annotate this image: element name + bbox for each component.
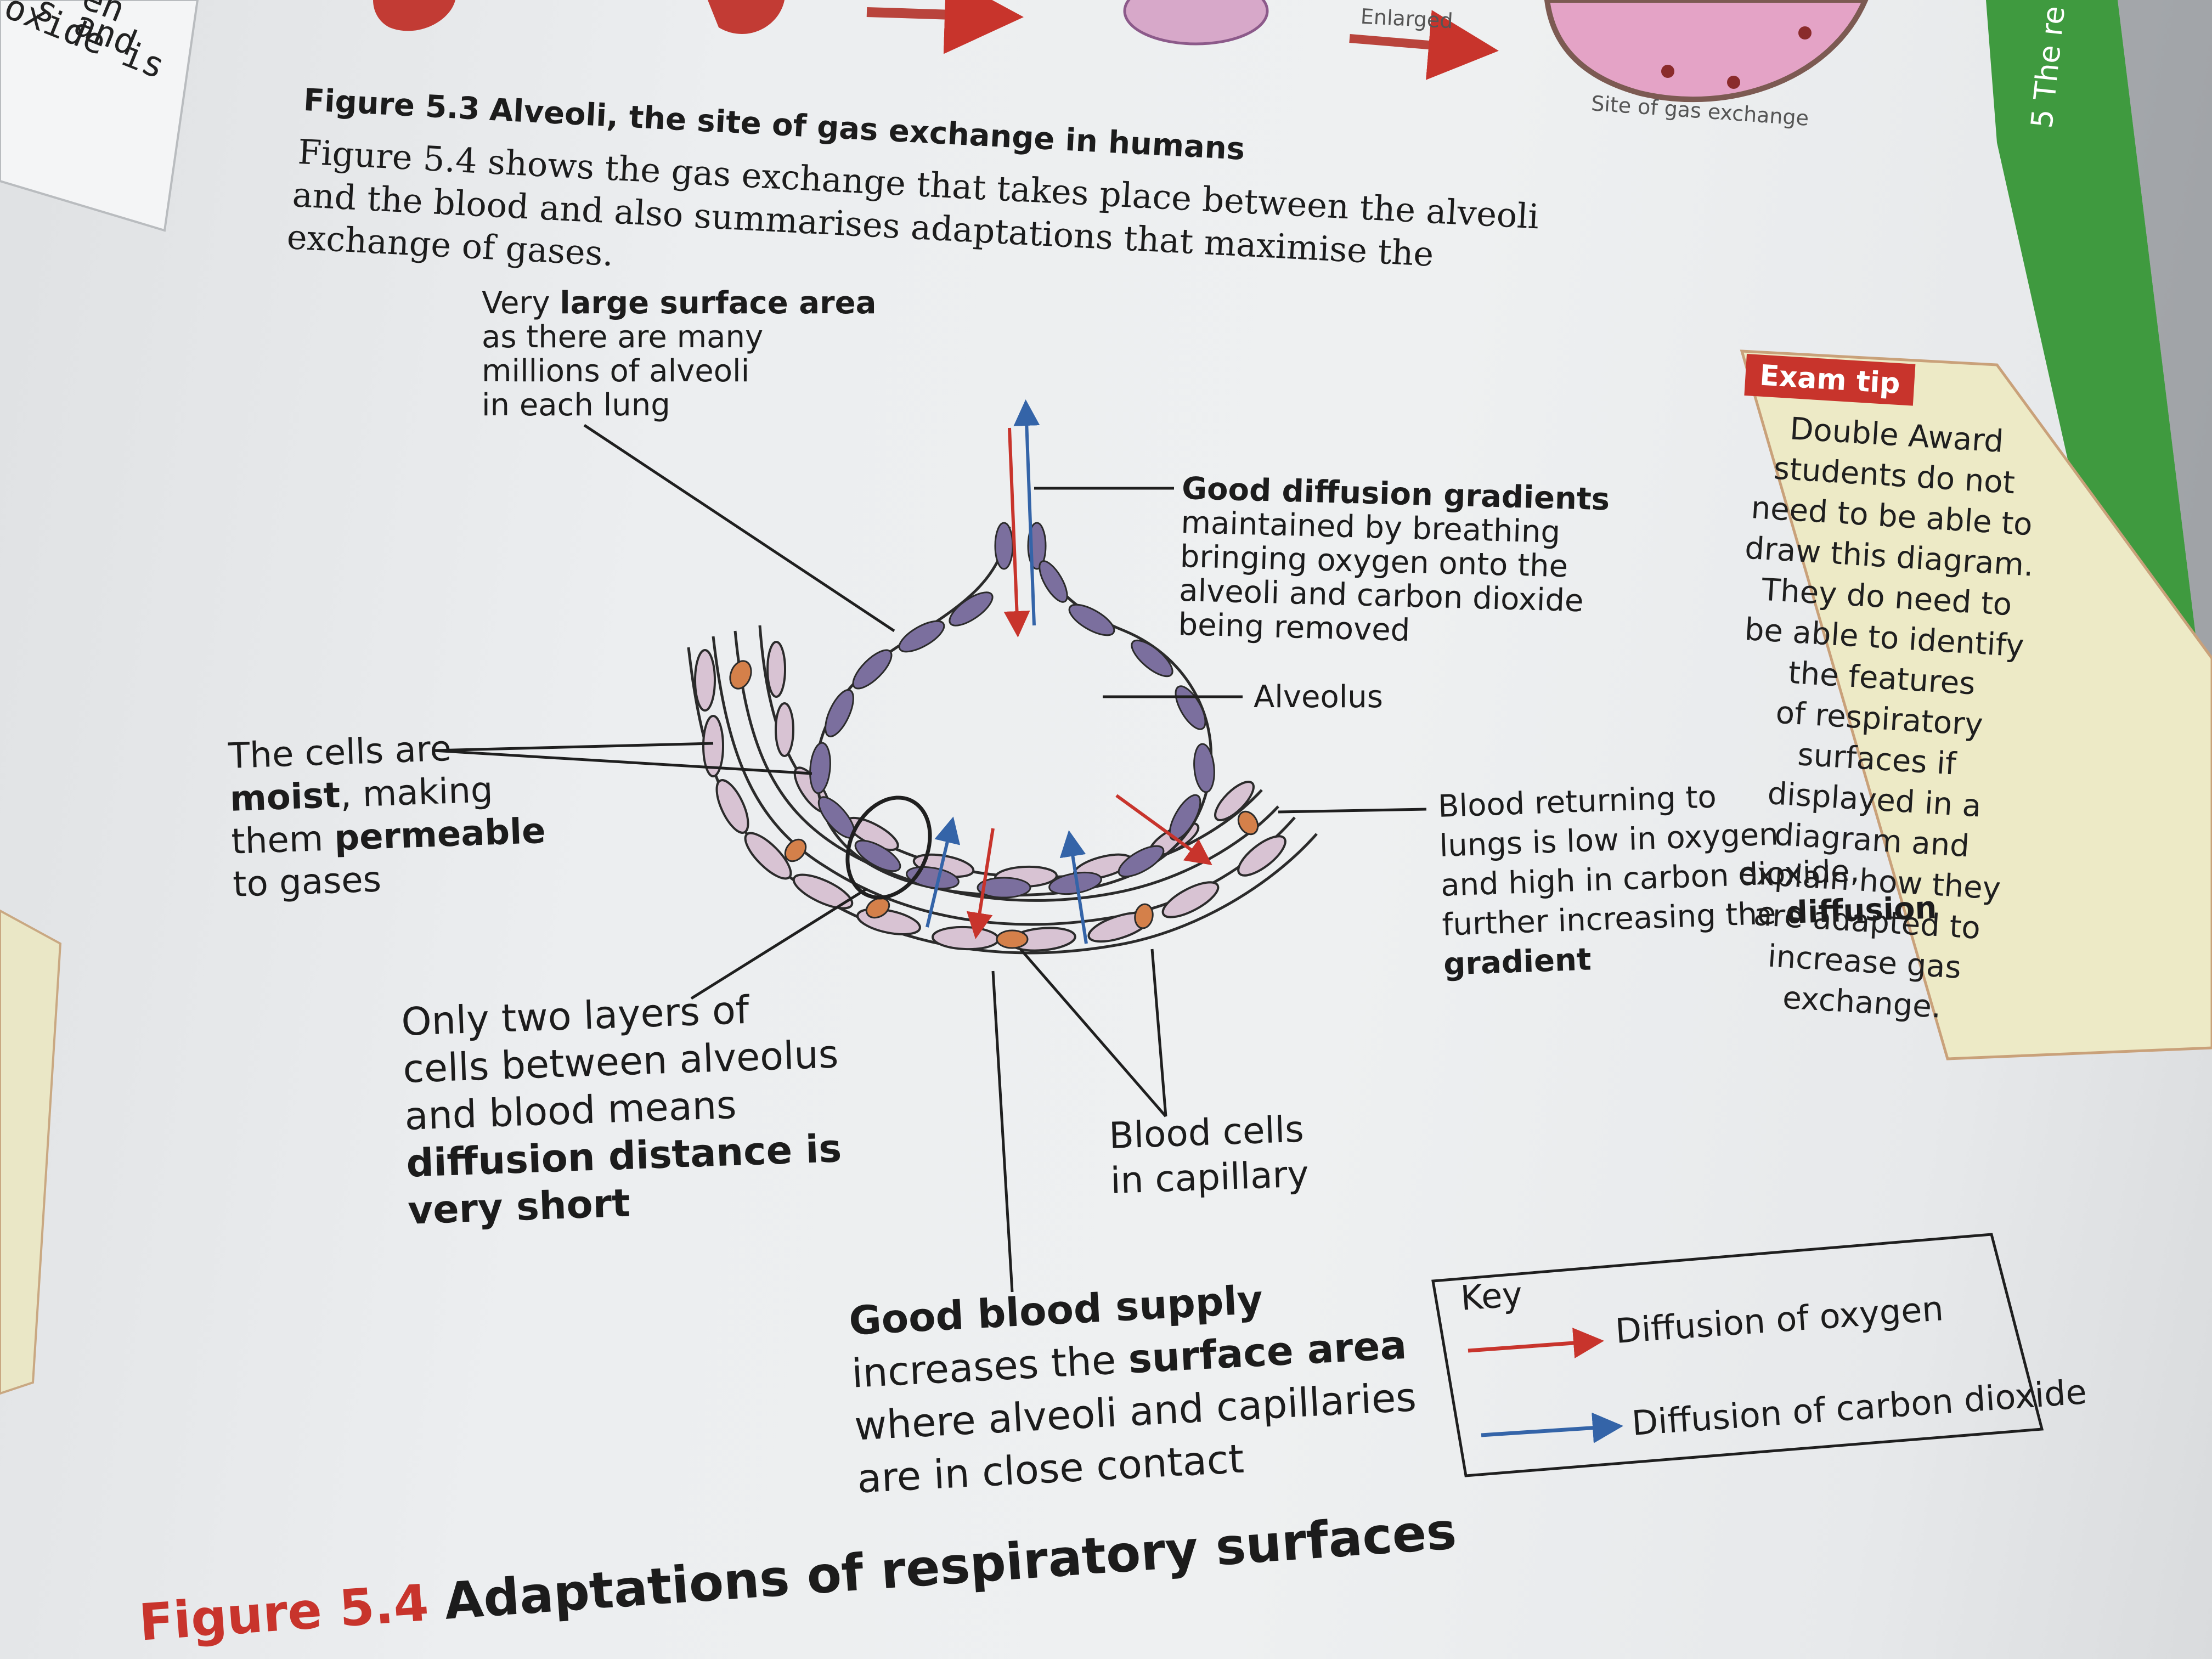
previous-page-yellow-tab	[0, 909, 62, 1395]
exam-tip-box	[1740, 349, 2212, 1060]
figure-5-3-enlarged-label: Enlarged	[1359, 4, 1454, 33]
key-oxygen-arrow	[1468, 1328, 1604, 1358]
exam-tip-body: Double Award students do not need to be …	[1707, 406, 2051, 1032]
red-blood-cells	[729, 660, 1259, 949]
previous-page-corner	[0, 0, 199, 232]
two-layers-label: Only two layers of cells between alveolu…	[400, 987, 843, 1233]
blood-supply-label: Good blood supply increases the surface …	[848, 1276, 1418, 1502]
key-box	[1431, 1233, 2044, 1477]
diffusion-gradients-label: Good diffusion gradients maintained by b…	[1177, 471, 1610, 648]
alveolus-label: Alveolus	[1254, 679, 1383, 715]
lung-image-fragment-2	[708, 0, 785, 34]
key-co2-arrow	[1481, 1412, 1623, 1443]
lung-image-fragment	[373, 0, 455, 31]
alveolus-wall	[815, 526, 1213, 897]
gas-exchange-site-image	[1544, 0, 1869, 103]
leader-lines	[433, 424, 1427, 1293]
key-title: Key	[1459, 1274, 1524, 1318]
moist-cells-label: The cells are moist, making them permeab…	[228, 728, 546, 905]
blood-cells-label: Blood cells in capillary	[1108, 1108, 1310, 1202]
alveoli-cluster-image	[1123, 0, 1269, 46]
page-edge-shadow	[2118, 0, 2212, 768]
two-layers-highlight-circle	[845, 795, 932, 900]
surface-area-label: Very large surface area as there are man…	[482, 285, 877, 423]
